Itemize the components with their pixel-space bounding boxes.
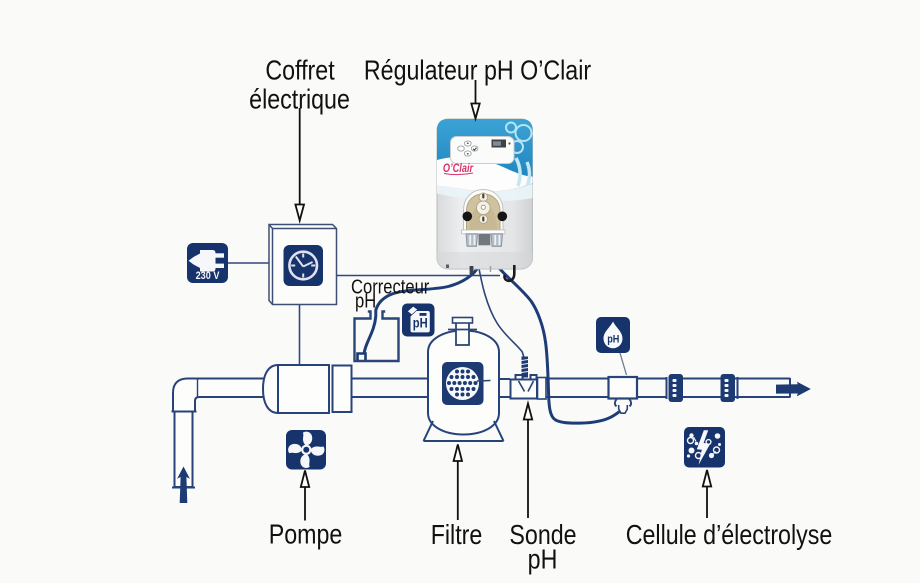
svg-text:électrique: électrique — [249, 85, 350, 115]
svg-text:Sonde: Sonde — [509, 520, 576, 550]
svg-text:230 V: 230 V — [196, 270, 220, 282]
svg-text:Correcteur: Correcteur — [351, 275, 429, 298]
svg-text:pH: pH — [355, 289, 376, 312]
svg-text:Cellule d’électrolyse: Cellule d’électrolyse — [626, 520, 833, 550]
svg-text:Pompe: Pompe — [269, 520, 343, 550]
svg-text:O’Clair: O’Clair — [443, 163, 474, 175]
svg-text:pH: pH — [528, 545, 558, 575]
svg-text:pH: pH — [607, 334, 619, 346]
svg-text:Régulateur pH O’Clair: Régulateur pH O’Clair — [364, 56, 592, 86]
svg-text:Filtre: Filtre — [431, 520, 483, 550]
svg-text:Coffret: Coffret — [265, 56, 334, 86]
svg-text:pH: pH — [413, 316, 428, 331]
